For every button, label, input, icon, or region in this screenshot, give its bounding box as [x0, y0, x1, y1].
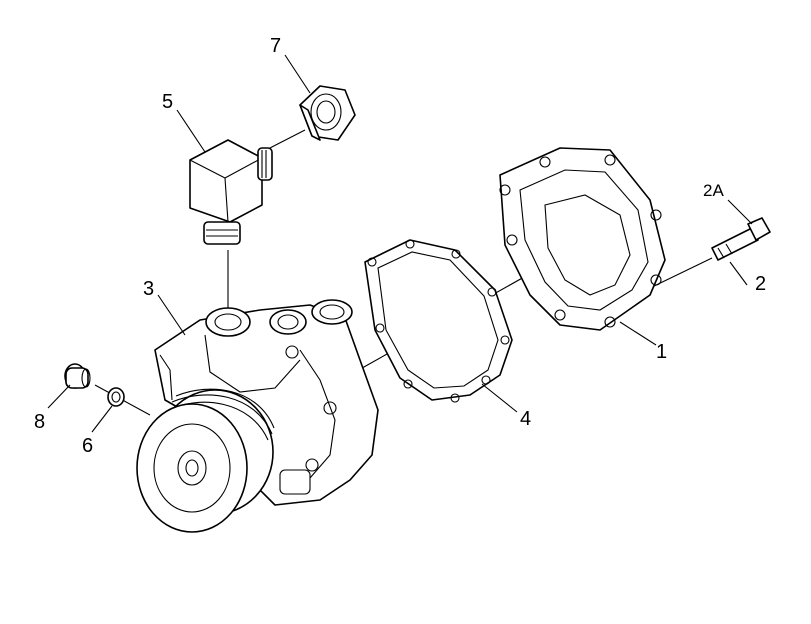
callout-2: 2 — [755, 273, 766, 295]
part-8-plug — [64, 363, 91, 389]
callout-labels: 7 5 3 1 4 2 2A 8 6 — [34, 35, 766, 457]
part-1-housing-cover — [499, 147, 666, 331]
callout-3: 3 — [143, 278, 154, 300]
part-7-hex-nut — [299, 85, 356, 141]
callout-4: 4 — [520, 408, 531, 430]
callout-6: 6 — [82, 435, 93, 457]
leader-lines — [47, 54, 753, 433]
part-2-bolt — [711, 217, 771, 261]
part-5-elbow-fitting — [189, 139, 273, 245]
callout-5: 5 — [162, 91, 173, 113]
part-4-gasket — [364, 239, 513, 403]
pulley — [136, 388, 275, 533]
callout-2A: 2A — [703, 181, 724, 200]
callout-8: 8 — [34, 411, 45, 433]
part-6-o-ring — [107, 387, 125, 407]
callout-1: 1 — [656, 341, 667, 363]
callout-7: 7 — [270, 35, 281, 57]
